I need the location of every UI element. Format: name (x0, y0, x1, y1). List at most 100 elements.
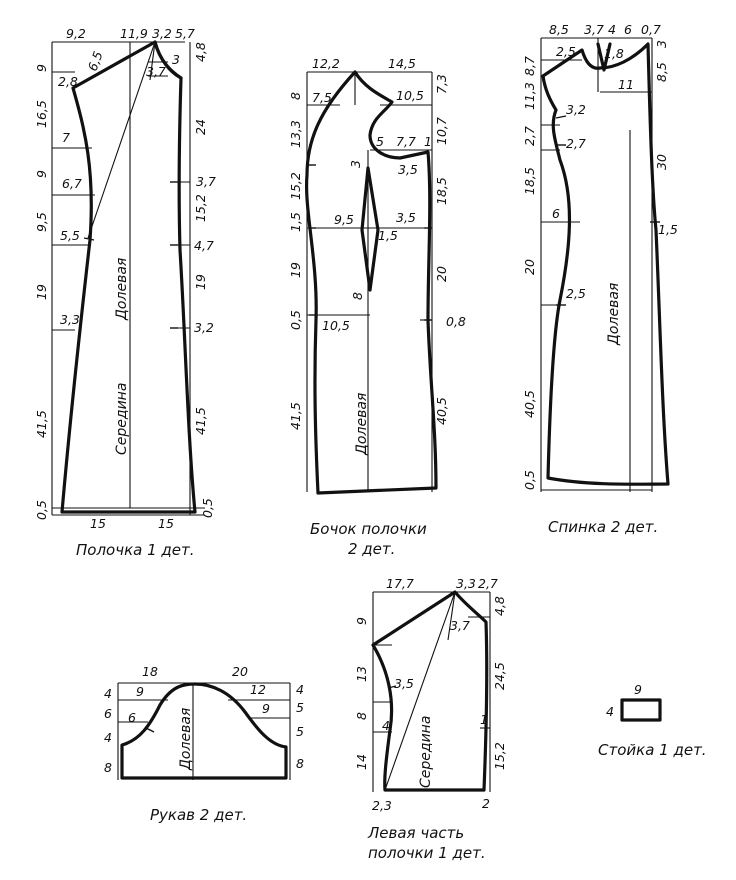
sleeve-dim-6: 6 (128, 710, 136, 725)
back-dim-r1: 3 (654, 40, 669, 48)
front-neckline (153, 40, 183, 80)
side-dim-r5: 40,5 (434, 397, 449, 425)
back-shoulder-dart (596, 42, 612, 72)
back-dim-t2: 3,7 (584, 22, 604, 37)
front-dim-b1: 15 (90, 516, 106, 531)
front-dim-top4: 5,7 (175, 26, 195, 41)
side-outline (304, 70, 438, 495)
back-dim-25b: 2,5 (566, 286, 586, 301)
left-front-outline (371, 590, 489, 792)
side-dim-08: 0,8 (446, 314, 466, 329)
back-dim-l5: 20 (522, 259, 537, 275)
side-dim-5: 5 (376, 134, 384, 149)
back-dim-27: 2,7 (566, 136, 586, 151)
back-dim-l6: 40,5 (522, 390, 537, 418)
front-dim-37b: 3,7 (196, 174, 216, 189)
left-front-dim-l5: 2,3 (372, 798, 392, 813)
front-dim-67: 6,7 (62, 176, 82, 191)
side-dim-105a: 10,5 (396, 88, 424, 103)
side-dim-l5: 19 (288, 262, 303, 278)
left-front-dim-l3: 8 (354, 712, 369, 720)
sleeve-dim-l3: 4 (104, 730, 112, 745)
sleeve-dim-l1: 4 (104, 686, 112, 701)
sleeve-dim-l4: 8 (104, 760, 112, 775)
front-dim-top1: 9,2 (66, 26, 86, 41)
front-dim-28: 2,8 (58, 74, 78, 89)
left-front-caption-2: полочки 1 дет. (368, 844, 486, 862)
back-dim-18: 1,8 (604, 46, 624, 61)
left-front-dim-t2: 3,3 (456, 576, 476, 591)
front-dim-47: 4,7 (194, 238, 214, 253)
front-dim-l4: 9,5 (34, 212, 49, 232)
sleeve-dim-9a: 9 (136, 684, 144, 699)
side-dim-l4: 1,5 (288, 212, 303, 232)
sleeve-grain-label: Долевая (178, 708, 194, 771)
side-grain-label: Долевая (354, 393, 370, 456)
back-dim-25a: 2,5 (556, 44, 576, 59)
side-dim-105b: 10,5 (322, 318, 350, 333)
front-dim-r5: 41,5 (193, 407, 208, 435)
side-dim-3: 3 (348, 160, 363, 168)
front-dim-b2: 15 (158, 516, 174, 531)
collar-dim-w: 9 (634, 682, 642, 697)
side-dim-75: 7,5 (312, 90, 332, 105)
side-dim-15: 1,5 (378, 228, 398, 243)
sleeve-dim-l2: 6 (104, 706, 112, 721)
back-dim-l4: 18,5 (522, 167, 537, 195)
side-dim-1: 1 (424, 134, 432, 149)
front-dim-65: 6,5 (85, 49, 106, 73)
left-front-dim-t3: 2,7 (478, 576, 498, 591)
left-front-dim-4: 4 (382, 718, 390, 733)
collar-outline (620, 698, 662, 722)
collar-caption: Стойка 1 дет. (598, 741, 707, 759)
side-dim-r1: 7,3 (434, 74, 449, 94)
back-piece: 8,5 3,7 4 6 0,7 8,7 11,3 2,7 18,5 20 40,… (522, 22, 678, 536)
front-dim-l3: 9 (34, 170, 49, 178)
front-dim-r2: 24 (193, 119, 208, 135)
front-dim-l6: 41,5 (34, 410, 49, 438)
front-grain-label: Долевая (114, 258, 130, 321)
back-dim-6: 6 (552, 206, 560, 221)
back-dim-l3: 2,7 (522, 126, 537, 146)
side-dim-35a: 3,5 (398, 162, 418, 177)
left-front-dim-1: 1 (480, 712, 488, 727)
side-caption-1: Бочок полочки (310, 520, 427, 538)
side-dim-r2: 10,7 (434, 117, 449, 145)
sleeve-piece: 18 20 4 6 4 8 4 5 5 8 9 12 6 9 Долевая Р… (104, 664, 304, 824)
side-caption-2: 2 дет. (348, 540, 395, 558)
side-dim-r4: 20 (434, 266, 449, 282)
back-dim-32: 3,2 (566, 102, 586, 117)
sleeve-dim-t2: 20 (232, 664, 248, 679)
left-front-dim-l2: 13 (354, 666, 369, 682)
front-dim-l5: 19 (34, 284, 49, 300)
front-dim-55: 5,5 (60, 228, 80, 243)
front-dim-r3: 15,2 (193, 194, 208, 222)
left-front-dim-r3: 15,2 (492, 742, 507, 770)
left-front-dim-r4: 2 (482, 796, 490, 811)
sleeve-dim-r3: 5 (296, 724, 304, 739)
sleeve-outline (120, 682, 288, 780)
sleeve-dim-r1: 4 (296, 682, 304, 697)
front-dim-33: 3,3 (60, 312, 80, 327)
side-dim-t1: 12,2 (312, 56, 340, 71)
sleeve-dim-t1: 18 (142, 664, 158, 679)
front-dim-7: 7 (62, 130, 70, 145)
back-caption: Спинка 2 дет. (548, 518, 658, 536)
side-piece: 12,2 14,5 8 13,3 15,2 1,5 19 0,5 41,5 7,… (288, 56, 466, 558)
side-dim-r3: 18,5 (434, 177, 449, 205)
side-dim-l7: 41,5 (288, 402, 303, 430)
side-dim-l3: 15,2 (288, 172, 303, 200)
side-dim-77: 7,7 (396, 134, 416, 149)
sleeve-dim-12: 12 (250, 682, 266, 697)
front-dim-37a: 3,7 (146, 64, 166, 79)
front-dim-r4: 19 (193, 274, 208, 290)
back-dim-t5: 0,7 (641, 22, 661, 37)
front-piece: 9,2 11,9 3,2 5,7 9 16,5 9 9,5 19 41,5 0,… (34, 26, 216, 559)
left-front-dim-35: 3,5 (394, 676, 414, 691)
side-dim-8: 8 (350, 292, 365, 300)
left-front-dim-r2: 24,5 (492, 662, 507, 690)
front-dim-r6: 0,5 (200, 498, 215, 518)
side-dim-35b: 3,5 (396, 210, 416, 225)
